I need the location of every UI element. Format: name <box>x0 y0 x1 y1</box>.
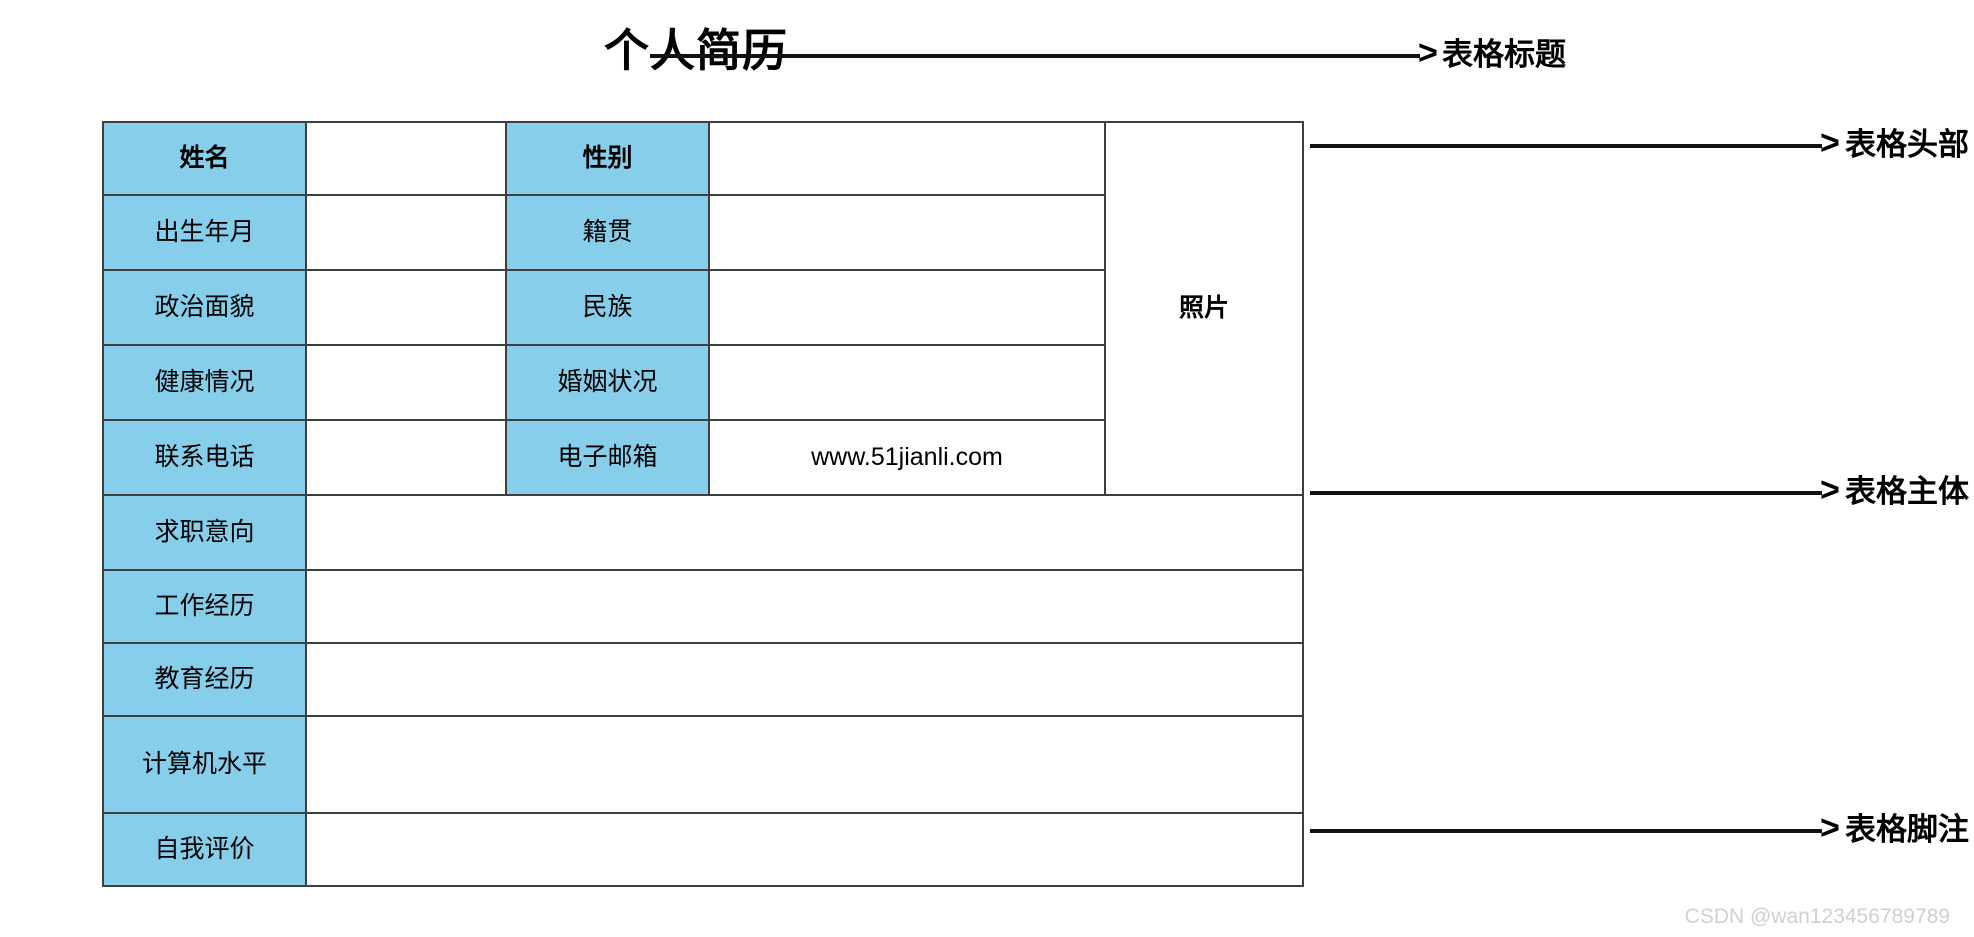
cell-label-computer-skills[interactable]: 计算机水平 <box>102 715 307 814</box>
table-row: 教育经历 <box>102 642 1304 717</box>
annotation-line-body <box>1310 491 1822 495</box>
annotation-line-footer <box>1310 829 1822 833</box>
cell-value-computer-skills[interactable] <box>305 715 1304 814</box>
annotation-label-table-header: 表格头部 <box>1845 127 1969 162</box>
table-row: 求职意向 <box>102 494 1304 571</box>
cell-value-name[interactable] <box>305 121 507 196</box>
cell-value-ethnicity[interactable] <box>708 269 1106 346</box>
cell-value-phone[interactable] <box>305 419 507 496</box>
cell-label-birthdate[interactable]: 出生年月 <box>102 194 307 271</box>
cell-value-marital-status[interactable] <box>708 344 1106 421</box>
cell-value-email-website[interactable]: www.51jianli.com <box>708 419 1106 496</box>
resume-table: 姓名 性别 照片 出生年月 籍贯 政治面貌 民族 健康情况 婚姻状况 <box>102 121 1304 887</box>
cell-label-health[interactable]: 健康情况 <box>102 344 307 421</box>
annotation-label-table-footer: 表格脚注 <box>1845 812 1969 847</box>
table-row: 计算机水平 <box>102 715 1304 814</box>
annotation-line-header <box>1310 144 1822 148</box>
cell-label-education[interactable]: 教育经历 <box>102 642 307 717</box>
annotation-line-title <box>650 54 1420 58</box>
annotation-arrow-header: > <box>1820 124 1840 162</box>
annotation-label-table-title: 表格标题 <box>1442 37 1566 72</box>
annotation-label-table-body: 表格主体 <box>1845 474 1969 509</box>
cell-value-education[interactable] <box>305 642 1304 717</box>
cell-label-self-evaluation[interactable]: 自我评价 <box>102 812 307 887</box>
cell-label-work-experience[interactable]: 工作经历 <box>102 569 307 644</box>
annotation-arrow-title: > <box>1418 34 1438 72</box>
cell-label-email[interactable]: 电子邮箱 <box>505 419 710 496</box>
cell-label-ethnicity[interactable]: 民族 <box>505 269 710 346</box>
page-title-block: 个人简历 <box>604 22 788 78</box>
cell-label-job-objective[interactable]: 求职意向 <box>102 494 307 571</box>
table-row: 政治面貌 民族 <box>102 269 1303 346</box>
cell-label-native-place[interactable]: 籍贯 <box>505 194 710 271</box>
cell-value-birthdate[interactable] <box>305 194 507 271</box>
annotation-arrow-body: > <box>1820 471 1840 509</box>
cell-value-work-experience[interactable] <box>305 569 1304 644</box>
page-title: 个人简历 <box>604 24 789 76</box>
cell-value-self-evaluation[interactable] <box>305 812 1304 887</box>
cell-label-phone[interactable]: 联系电话 <box>102 419 307 496</box>
table-row: 工作经历 <box>102 569 1304 644</box>
cell-value-political-status[interactable] <box>305 269 507 346</box>
cell-value-gender[interactable] <box>708 121 1106 196</box>
cell-photo[interactable]: 照片 <box>1104 121 1304 496</box>
annotation-arrow-footer: > <box>1820 809 1840 847</box>
cell-label-name[interactable]: 姓名 <box>102 121 307 196</box>
cell-label-marital-status[interactable]: 婚姻状况 <box>505 344 710 421</box>
csdn-watermark: CSDN @wan123456789789 <box>1684 905 1950 928</box>
table-row: 联系电话 电子邮箱 www.51jianli.com <box>102 419 1303 496</box>
table-row: 健康情况 婚姻状况 <box>102 344 1303 421</box>
cell-label-political-status[interactable]: 政治面貌 <box>102 269 307 346</box>
table-row: 姓名 性别 照片 <box>102 121 1304 496</box>
table-row: 出生年月 籍贯 <box>102 194 1303 271</box>
cell-value-native-place[interactable] <box>708 194 1106 271</box>
table-row: 自我评价 <box>102 812 1304 887</box>
cell-label-gender[interactable]: 性别 <box>505 121 710 196</box>
cell-value-health[interactable] <box>305 344 507 421</box>
cell-value-job-objective[interactable] <box>305 494 1304 571</box>
